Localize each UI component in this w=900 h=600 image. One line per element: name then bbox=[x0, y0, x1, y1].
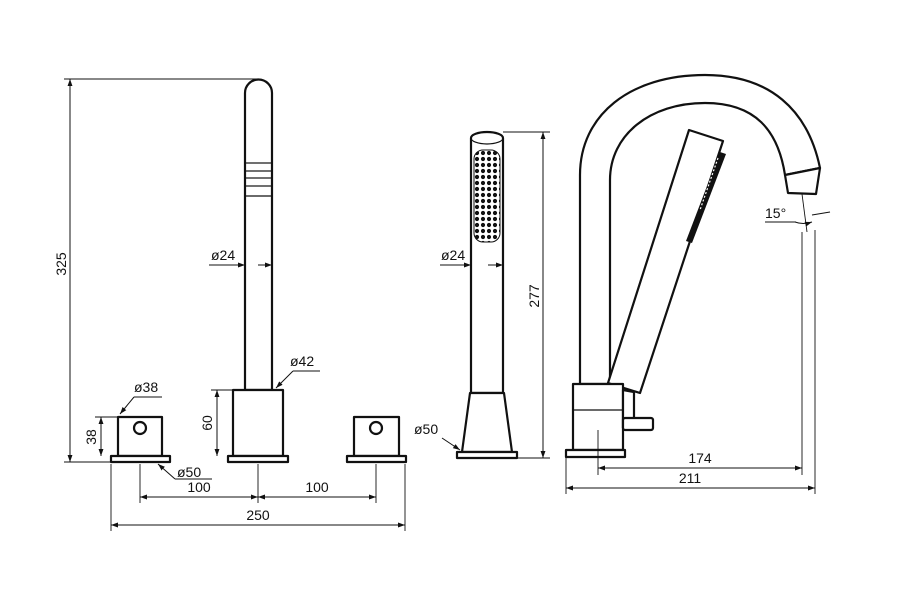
side-view: 15° 174 211 bbox=[564, 73, 831, 494]
shower-base-diameter-label: ø50 bbox=[414, 421, 438, 437]
side-mixer-body bbox=[564, 382, 655, 459]
hand-shower-base bbox=[455, 391, 519, 460]
dimension-handle-height: 38 bbox=[83, 416, 118, 456]
dimension-shower-base-diameter: ø50 bbox=[414, 421, 461, 451]
hand-shower bbox=[469, 130, 505, 397]
projection-inner-label: 174 bbox=[688, 450, 712, 466]
dimension-shower-height: 277 bbox=[503, 131, 550, 459]
body-height-label: 60 bbox=[199, 415, 215, 431]
right-handle bbox=[345, 415, 408, 464]
dimension-projection-inner: 174 bbox=[597, 232, 803, 475]
dimension-height-total: 325 bbox=[53, 78, 258, 463]
gooseneck-spout bbox=[578, 73, 822, 386]
left-handle bbox=[109, 415, 172, 464]
shower-height-label: 277 bbox=[526, 284, 542, 308]
height-total-label: 325 bbox=[53, 252, 69, 276]
handle-base-diameter-label: ø50 bbox=[177, 464, 201, 480]
dimension-spout-angle: 15° bbox=[765, 193, 831, 233]
dimension-shower-diameter: ø24 bbox=[440, 247, 503, 268]
spout-body bbox=[226, 388, 290, 464]
spout-diameter-label: ø24 bbox=[211, 247, 235, 263]
dimension-body-diameter: ø42 bbox=[275, 353, 320, 389]
side-hand-shower bbox=[606, 128, 726, 395]
dimension-handle-diameter: ø38 bbox=[119, 379, 162, 415]
handle-diameter-label: ø38 bbox=[134, 379, 158, 395]
front-view: 325 ø24 ø42 60 ø38 3 bbox=[53, 78, 408, 531]
spout-angle-label: 15° bbox=[765, 205, 786, 221]
projection-total-label: 211 bbox=[679, 470, 702, 486]
overall-width-label: 250 bbox=[246, 507, 270, 523]
spacing-left-label: 100 bbox=[187, 479, 211, 495]
handle-height-label: 38 bbox=[83, 429, 99, 445]
dimension-spout-diameter: ø24 bbox=[209, 247, 272, 268]
dimension-spacing: 100 100 bbox=[139, 464, 377, 503]
dimension-overall-width: 250 bbox=[110, 464, 406, 531]
spout-tube bbox=[243, 78, 274, 392]
shower-diameter-label: ø24 bbox=[441, 247, 465, 263]
dimension-handle-base-diameter: ø50 bbox=[157, 463, 212, 480]
spacing-right-label: 100 bbox=[305, 479, 329, 495]
dimension-body-height: 60 bbox=[199, 389, 233, 456]
dimension-projection-total: 211 bbox=[565, 230, 816, 494]
body-diameter-label: ø42 bbox=[290, 353, 314, 369]
hand-shower-view: ø24 277 ø50 bbox=[414, 130, 550, 460]
